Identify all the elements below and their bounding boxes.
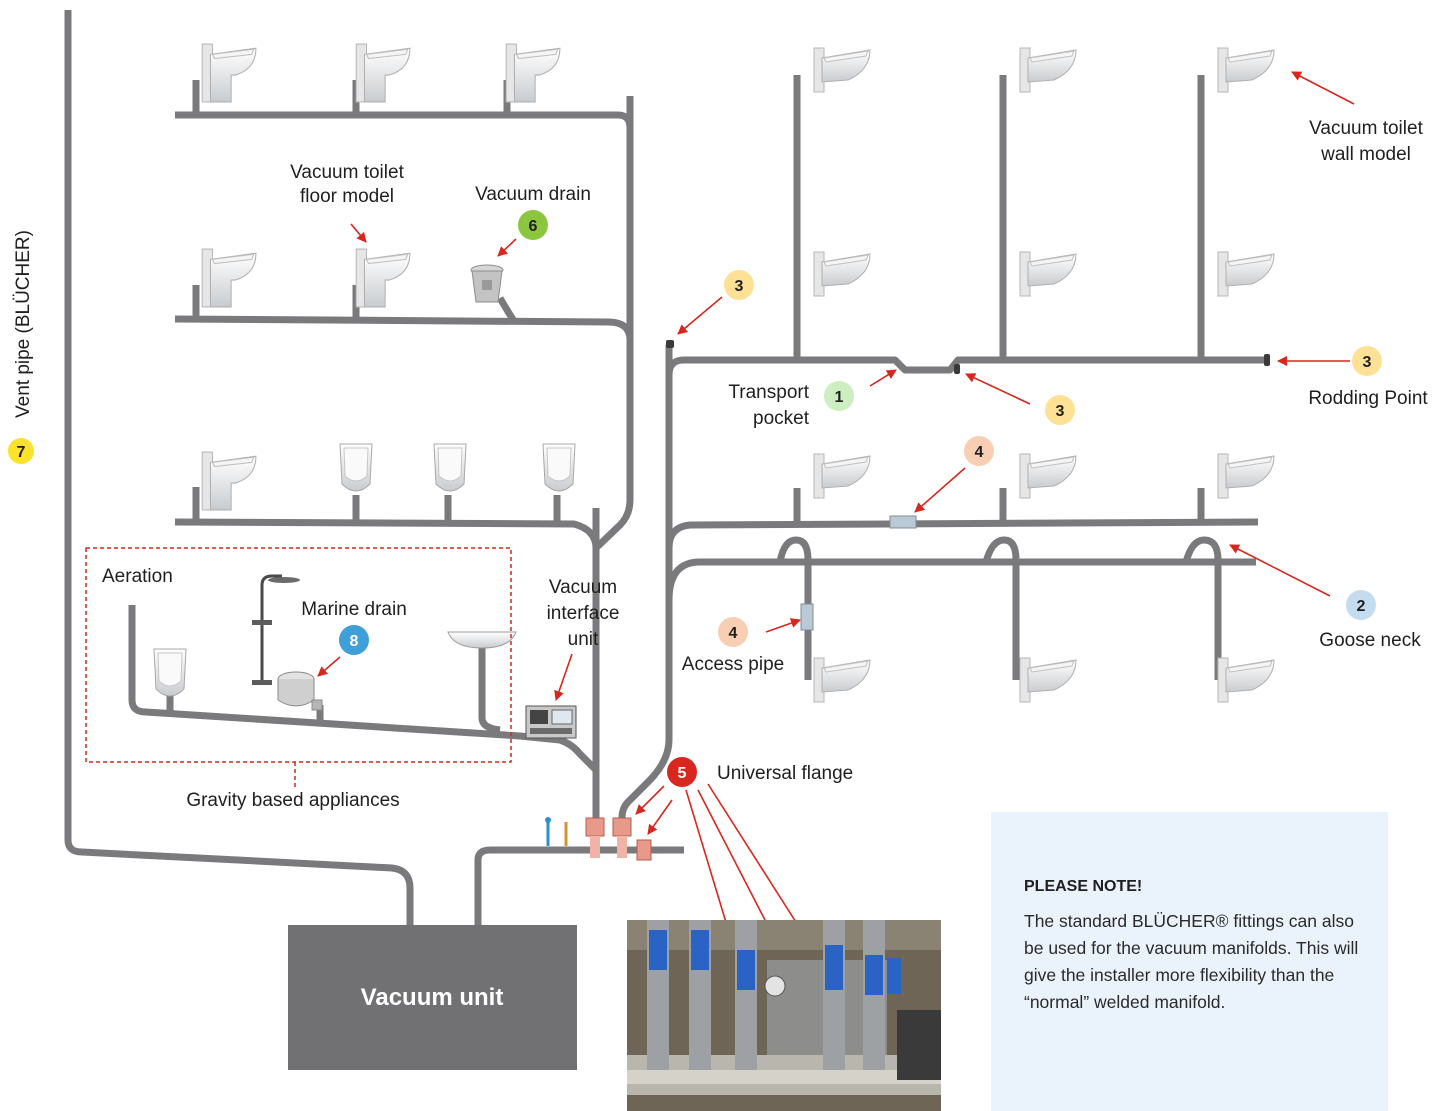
badge-4-access: 4 [718,617,748,647]
toilet-wall-icon [1019,47,1077,93]
svg-text:2: 2 [1357,598,1366,615]
svg-text:5: 5 [678,765,687,782]
floor-model-label-line1: Vacuum toilet [290,162,404,183]
wall-model-label-line1: Vacuum toilet [1309,118,1423,139]
svg-text:3: 3 [735,278,744,295]
manifold-photo [627,920,941,1111]
toilet-wall-icon [813,251,871,297]
wall-model-label-line2: wall model [1320,144,1411,165]
toilet-floor-icon [201,43,257,103]
interface-unit-label-line2: interface [547,603,620,624]
transport-pocket-label-line1: Transport [728,382,809,403]
gravity-appliances-box [85,547,512,763]
badge-8: 8 [339,625,369,655]
toilet-wall-icon [1019,251,1077,297]
access-pipe-fitting [889,515,917,529]
interface-unit-label-line3: unit [568,629,599,650]
toilet-floor-icon [355,248,411,308]
urinal-icon [542,443,576,492]
rodding-point-marker [1264,354,1270,366]
rodding-point-label: Rodding Point [1308,388,1428,409]
toilet-wall-icon [1217,453,1275,499]
badge-3-rodding: 3 [1352,346,1382,376]
toilet-wall-icon [1217,251,1275,297]
toilet-wall-icon [813,47,871,93]
badge-7: 7 [8,438,34,464]
note-box [991,812,1388,1111]
floor-model-label-line2: floor model [300,186,394,207]
appliances [153,43,1275,861]
svg-text:3: 3 [1363,354,1372,371]
note-body: The standard BLÜCHER® fittings can also … [1024,911,1359,1012]
toilet-wall-icon [1217,47,1275,93]
note-title: PLEASE NOTE! [1024,878,1143,895]
badge-1: 1 [824,381,854,411]
toilet-wall-icon [813,453,871,499]
shower-icon [252,574,300,685]
urinal-icon [433,443,467,492]
vacuum-unit: Vacuum unit [288,925,577,1070]
badge-3-middle: 3 [1045,395,1075,425]
vent-pipe-label: Vent pipe (BLÜCHER) [13,230,34,418]
aeration-label: Aeration [102,566,173,587]
wash-basin-icon [447,631,517,649]
goose-neck-label: Goose neck [1319,630,1421,651]
manifold-fittings [545,817,652,861]
rodding-point-marker [954,364,960,374]
toilet-wall-icon [813,657,871,703]
interface-unit-icon [525,705,577,739]
universal-flange-label: Universal flange [717,763,853,784]
rodding-point-marker [666,340,674,348]
transport-pocket-label-line2: pocket [753,408,810,429]
vacuum-drain-icon [470,264,504,303]
svg-text:3: 3 [1056,403,1065,420]
toilet-floor-icon [355,43,411,103]
toilet-wall-icon [1019,453,1077,499]
badge-3-top: 3 [724,270,754,300]
toilet-wall-icon [1019,657,1077,703]
toilet-floor-icon [201,451,257,511]
marine-drain-icon [277,671,323,711]
marine-drain-label: Marine drain [301,599,407,620]
svg-text:8: 8 [350,633,359,650]
svg-text:1: 1 [835,389,844,406]
gravity-appliances-label: Gravity based appliances [186,790,399,811]
toilet-floor-icon [201,248,257,308]
svg-text:6: 6 [529,218,538,235]
badge-5: 5 [667,757,697,787]
vacuum-drain-label: Vacuum drain [475,184,591,205]
interface-unit-label-line1: Vacuum [549,577,617,598]
toilet-floor-icon [505,43,561,103]
svg-text:4: 4 [729,625,738,642]
urinal-icon [339,443,373,492]
vacuum-unit-label: Vacuum unit [361,984,504,1011]
badge-4-top: 4 [964,436,994,466]
toilet-wall-icon [1217,657,1275,703]
svg-text:4: 4 [975,444,984,461]
access-pipe-label: Access pipe [682,654,784,675]
svg-text:7: 7 [17,444,26,461]
urinal-icon [153,648,187,697]
badge-6: 6 [518,210,548,240]
badge-2: 2 [1346,590,1376,620]
access-pipe-fitting [800,603,814,631]
pipe-network [64,10,1268,925]
